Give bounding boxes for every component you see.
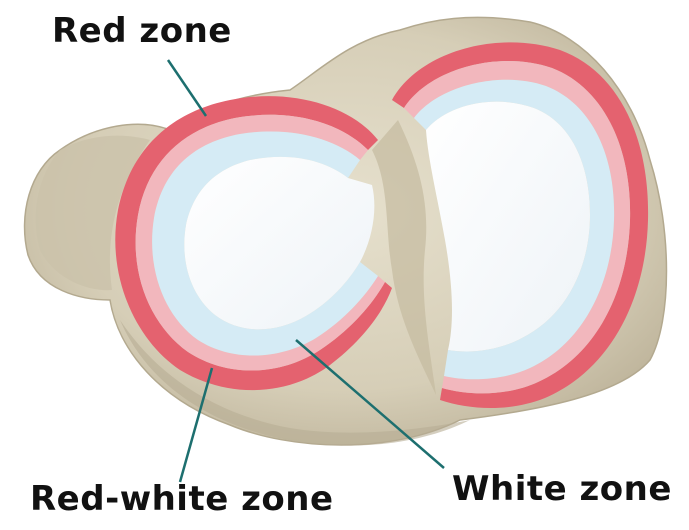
white-zone-label: White zone	[452, 472, 672, 506]
red-zone-label: Red zone	[52, 14, 232, 48]
red-white-zone-label: Red-white zone	[30, 482, 334, 516]
red-zone-leader-line	[168, 60, 206, 116]
